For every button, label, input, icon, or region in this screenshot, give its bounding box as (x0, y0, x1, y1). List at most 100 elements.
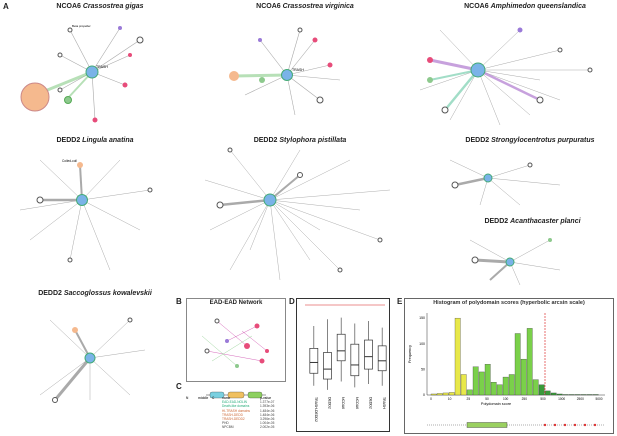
box-strip-box (466, 422, 508, 428)
table-header: N middle C name p-value (186, 396, 272, 400)
outlier-point (543, 423, 547, 427)
x-tick-label: 100 (503, 397, 509, 401)
outlier-point (593, 423, 597, 427)
hist-bar (448, 392, 455, 396)
network-7 (469, 238, 561, 286)
y-axis-label: Frequency (408, 345, 412, 363)
box-body (364, 339, 373, 370)
network-4: Coiled-coil (19, 159, 153, 271)
hist-bar (532, 379, 539, 396)
box-1: DEDD2 (323, 319, 332, 409)
box-0: TRASH-DEDD2 (309, 325, 319, 422)
hist-bar (442, 392, 449, 396)
svg-text:TRASH: TRASH (292, 68, 304, 72)
svg-text:Beta propeller: Beta propeller (72, 24, 91, 28)
panel-letter-c: C (176, 382, 182, 391)
x-tick-label: 1000 (558, 397, 565, 401)
box-label: TRASH-DEDD2 (314, 397, 318, 422)
panel-e-histogram: Histogram of polydomain scores (hyperbol… (404, 298, 614, 434)
outlier-point (553, 423, 557, 427)
network-title-5: DEDD2 Stylophora pistillata (253, 137, 347, 144)
y-tick-label: 150 (419, 316, 425, 320)
box-label: DEDD2 (328, 397, 332, 409)
network-8 (39, 317, 146, 403)
outlier-point (573, 423, 577, 427)
hist-bar (430, 393, 437, 396)
box-body (350, 343, 360, 377)
hist-bar (556, 393, 563, 396)
hist-bar (538, 384, 545, 396)
box-body (377, 345, 387, 372)
panel-letter-a: A (3, 2, 9, 11)
box-body (323, 352, 332, 380)
hist-bar (436, 393, 443, 396)
hist-bar (484, 364, 491, 396)
hist-bar (466, 389, 473, 396)
panel-c-domain-bar (206, 386, 266, 399)
box-label: TRASH (382, 397, 386, 409)
hist-bar (586, 394, 593, 396)
x-tick-label: 25 (467, 397, 471, 401)
panel-letter-d: D (289, 297, 295, 306)
y-tick-label: 50 (421, 367, 425, 371)
svg-text:TRASH: TRASH (96, 65, 108, 69)
x-tick-label: 10 (448, 397, 452, 401)
box-body (309, 347, 319, 374)
box-label: NCOA6 (355, 397, 359, 409)
box-body (336, 333, 346, 362)
panel-letter-b: B (176, 297, 182, 306)
network-title-3: NCOA6 Amphimedon queenslandica (464, 3, 586, 10)
hist-bar (562, 394, 569, 396)
hist-bar (580, 394, 587, 396)
hist-bar (526, 328, 533, 396)
panel-b-graph (201, 318, 269, 368)
network-title-4: DEDD2 Lingula anatina (56, 137, 134, 144)
hist-bar (550, 392, 557, 396)
outlier-point (583, 423, 587, 427)
hist-bar (520, 358, 527, 396)
y-tick-label: 100 (419, 342, 425, 346)
network-5 (204, 147, 391, 281)
box-label: DEDD2 (369, 397, 373, 409)
network-title-6: DEDD2 Strongylocentrotus purpuratus (465, 137, 595, 144)
network-title-2: NCOA6 Crassostrea virginica (256, 3, 354, 10)
hist-bar (496, 384, 503, 396)
panel-letter-e: E (397, 297, 403, 306)
network-1: TRASH Beta propeller (20, 24, 144, 123)
hist-bar (592, 394, 599, 396)
network-3 (419, 27, 593, 126)
network-title-1: NCOA6 Crassostrea gigas (56, 3, 144, 10)
x-tick-label: 2500 (577, 397, 584, 401)
hist-bar (478, 371, 485, 396)
x-tick-label: 500 (540, 397, 546, 401)
x-tick-label: 5000 (595, 397, 602, 401)
x-tick-label: 50 (485, 397, 489, 401)
box-3: NCOA6 (350, 323, 360, 409)
hist-bar (460, 374, 467, 396)
network-2: TRASH (229, 27, 341, 116)
network-6 (449, 159, 561, 206)
box-4: DEDD2 (364, 320, 373, 409)
y-tick-label: 0 (423, 393, 425, 397)
node-large (20, 82, 50, 112)
panel-b-network: EAD-EAD Network (186, 298, 286, 382)
hist-bar (574, 394, 581, 396)
hist-bar (502, 376, 509, 396)
network-title-7: DEDD2 Acanthacaster planci (484, 218, 581, 225)
outlier-point (563, 423, 567, 427)
box-2: NCOA6 (336, 317, 346, 409)
svg-text:Coiled-coil: Coiled-coil (62, 159, 77, 163)
panel-b-title: EAD-EAD Network (209, 300, 263, 306)
hist-bar (544, 390, 551, 396)
x-tick-label: 250 (522, 397, 528, 401)
